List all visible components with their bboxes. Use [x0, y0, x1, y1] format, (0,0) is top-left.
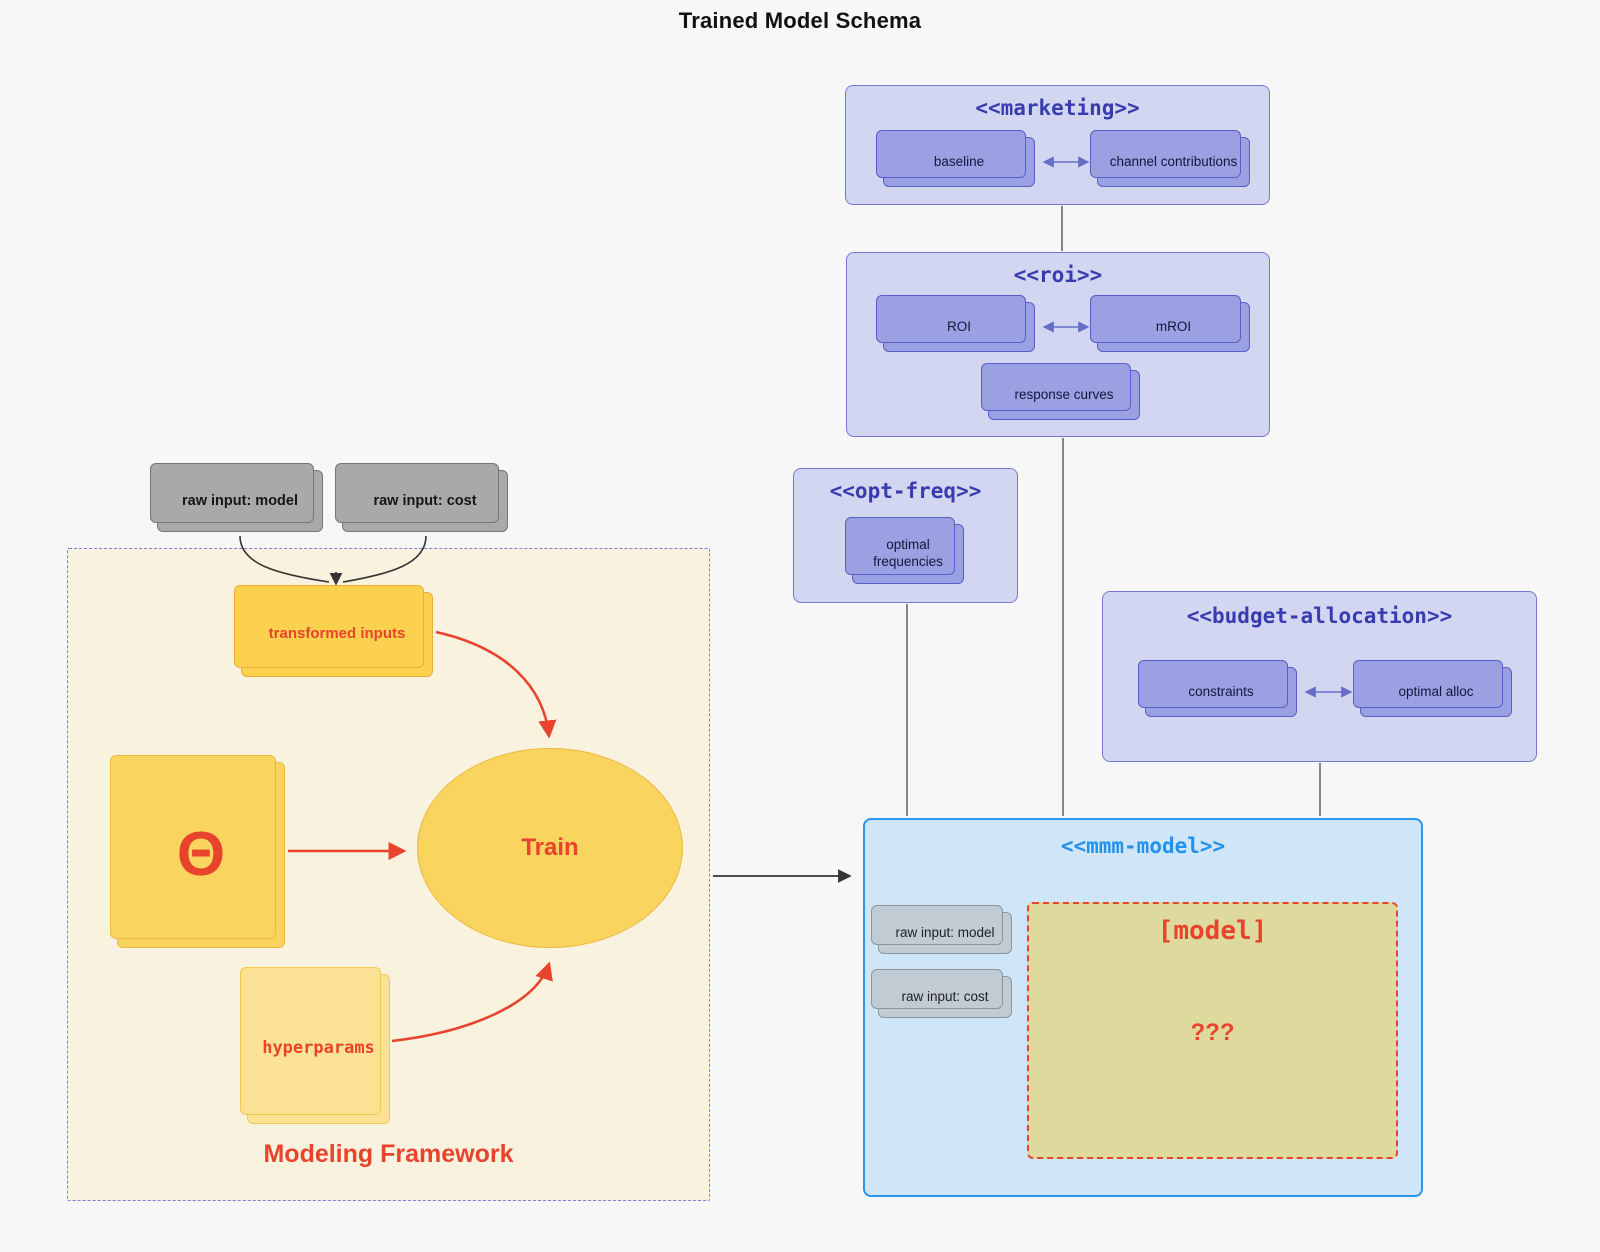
node-optimal-alloc: optimal alloc	[1353, 660, 1512, 717]
roi-title: <<roi>>	[1013, 263, 1103, 287]
model-placeholder-title: [model]	[1157, 916, 1268, 946]
page-title: Trained Model Schema	[678, 8, 922, 33]
budget-allocation-title: <<budget-allocation>>	[1186, 604, 1453, 628]
node-channel-contributions: channel contributions	[1090, 130, 1250, 187]
node-raw-input-cost: raw input: cost	[335, 463, 508, 532]
mmm-model-title: <<mmm-model>>	[1060, 834, 1226, 858]
node-baseline: baseline	[876, 130, 1035, 187]
node-hyperparams: hyperparams	[240, 967, 390, 1124]
node-mmm-raw-input-cost: raw input: cost	[871, 969, 1012, 1018]
modeling-framework-label: Modeling Framework	[263, 1140, 514, 1168]
node-theta: Θ	[110, 755, 285, 948]
node-mroi: mROI	[1090, 295, 1250, 352]
model-placeholder-question: ???	[1190, 1019, 1235, 1046]
node-transformed-inputs: transformed inputs	[234, 585, 433, 677]
node-response-curves: response curves	[981, 363, 1140, 420]
marketing-title: <<marketing>>	[975, 96, 1140, 120]
node-optimal-frequencies: optimal frequencies	[845, 517, 964, 584]
node-raw-input-model: raw input: model	[150, 463, 323, 532]
opt-freq-title: <<opt-freq>>	[829, 479, 982, 503]
node-roi: ROI	[876, 295, 1035, 352]
node-train-ellipse: Train	[417, 748, 683, 948]
node-constraints: constraints	[1138, 660, 1297, 717]
node-mmm-raw-input-model: raw input: model	[871, 905, 1012, 954]
model-placeholder-box: [model] ???	[1027, 902, 1398, 1159]
